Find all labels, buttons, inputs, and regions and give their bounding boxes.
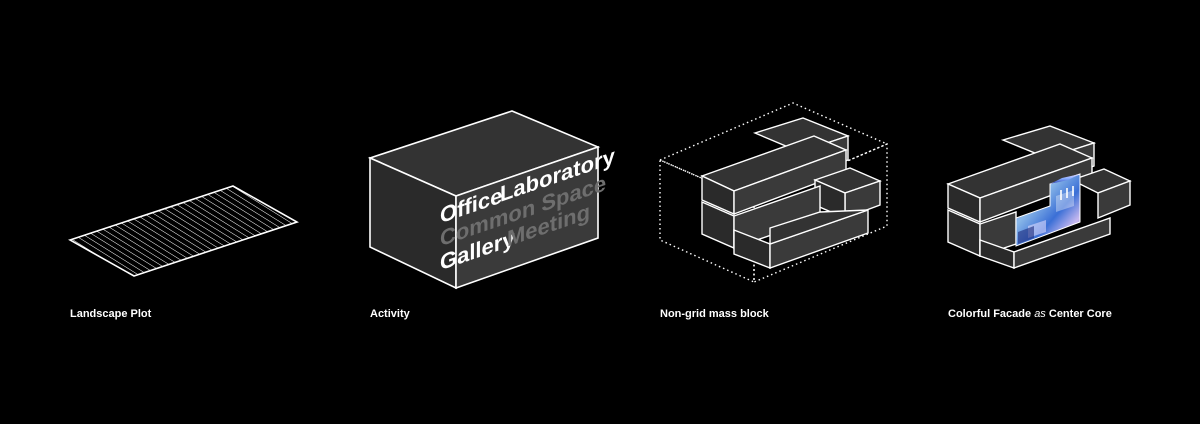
caption-landscape-plot: Landscape Plot [70,308,152,320]
caption-mass-block: Non-grid mass block [660,308,769,320]
caption-facade-suffix: Center Core [1048,308,1112,320]
caption-colorful-facade: Colorful Facade as Center Core [948,308,1112,320]
mass-bar-bottom [733,209,869,270]
facade-bar-bottom [979,217,1111,269]
caption-facade-emphasis: as [1034,308,1046,320]
mass-bar-lower [701,185,821,250]
landscape-plot-shape [68,185,299,277]
facade-block [946,125,1132,269]
mass-block [658,102,889,284]
activity-box-right [455,145,599,290]
caption-activity: Activity [370,308,410,320]
facade-bar-right [1070,168,1132,220]
facade-bar-top [946,143,1094,224]
mass-bar-top [700,135,848,216]
colorful-core [1015,173,1081,247]
activity-box: Office Laboratory Common Space Gallery M… [367,110,615,290]
caption-facade-prefix: Colorful Facade [948,308,1032,320]
